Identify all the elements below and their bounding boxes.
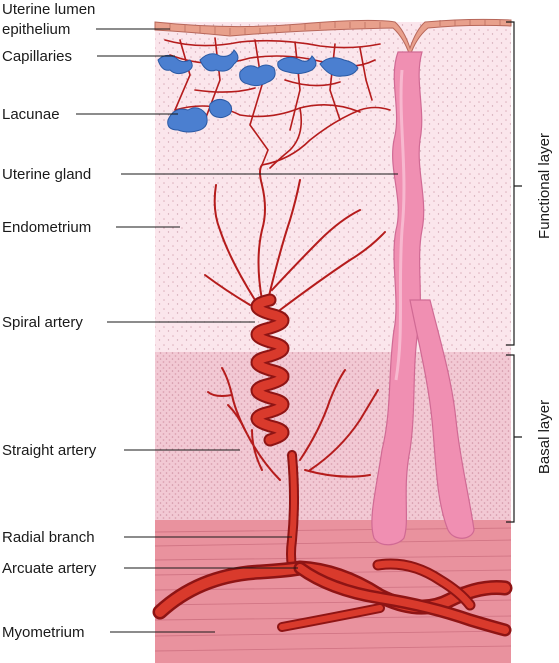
arterial-branches [204, 164, 386, 481]
labels: Uterine lumen epithelium Capillaries Lac… [2, 1, 97, 641]
label-endometrium: Endometrium [2, 219, 91, 236]
label-functional-layer: Functional layer [536, 133, 553, 239]
label-uterine-gland: Uterine gland [2, 166, 91, 183]
capillaries-network [164, 37, 391, 169]
label-radial-branch: Radial branch [2, 529, 95, 546]
label-arcuate-artery: Arcuate artery [2, 560, 97, 577]
epithelium-cell-ticks [169, 20, 501, 35]
uterine-lumen-epithelium [154, 18, 512, 58]
label-spiral-artery: Spiral artery [2, 314, 83, 331]
label-lacunae: Lacunae [2, 106, 60, 123]
layer-brackets [506, 21, 522, 523]
basal-layer-bracket [506, 354, 522, 523]
label-myometrium: Myometrium [2, 624, 85, 641]
arcuate-artery [152, 558, 513, 637]
uterine-gland [371, 51, 475, 546]
lacunae-blood-pools [157, 49, 359, 133]
label-basal-layer: Basal layer [536, 400, 553, 474]
label-uterine-lumen-line2: epithelium [2, 21, 70, 38]
label-capillaries: Capillaries [2, 48, 72, 65]
label-straight-artery: Straight artery [2, 442, 97, 459]
functional-layer-bracket [506, 21, 522, 346]
leader-lines [76, 28, 398, 633]
spiral-artery [250, 293, 290, 447]
label-uterine-lumen-line1: Uterine lumen [2, 1, 95, 18]
